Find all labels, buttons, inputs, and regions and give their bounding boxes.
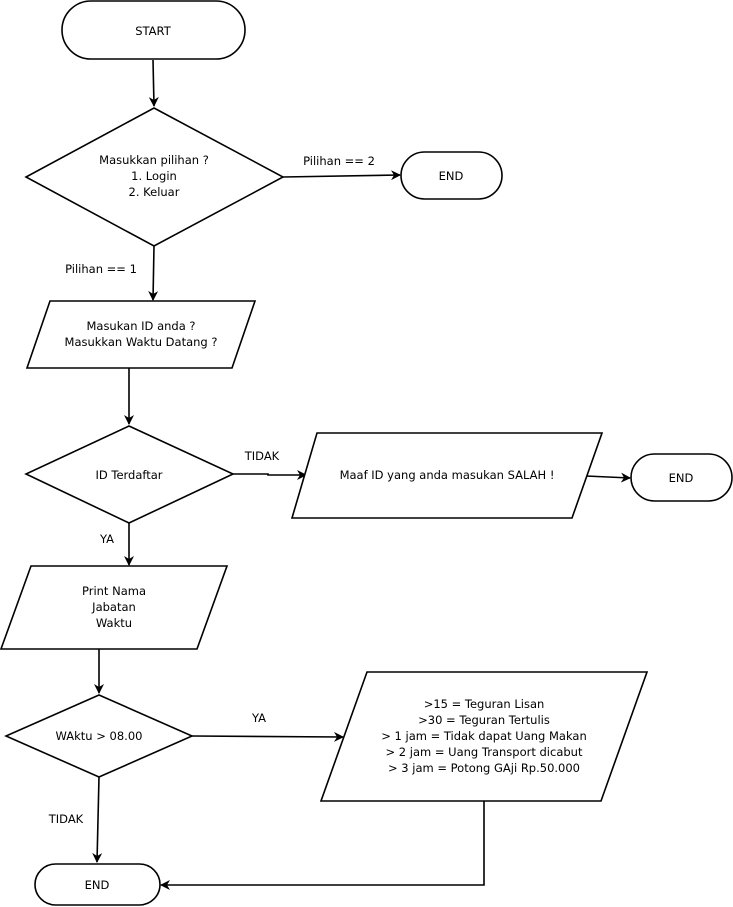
print-info-line-1: Print Nama (82, 584, 146, 598)
wrong-id-io: Maaf ID yang anda masukan SALAH ! (290, 432, 604, 519)
wrong-id-label: Maaf ID yang anda masukan SALAH ! (340, 468, 555, 482)
edge-label-late-no: TIDAK (48, 812, 84, 826)
edge-label-id-yes: YA (99, 532, 114, 546)
time-decision-label: WAktu > 08.00 (56, 729, 143, 743)
print-info-line-3: Waktu (96, 616, 132, 630)
end-exit-terminator: END (400, 151, 503, 200)
menu-decision-line-3: 2. Keluar (129, 185, 180, 199)
penalty-line-1: >15 = Teguran Lisan (424, 697, 545, 711)
edge-label-choice-2: Pilihan == 2 (303, 154, 375, 168)
edge-time-check-to-penalty (191, 731, 344, 742)
edge-id-check-to-wrong-id (233, 470, 307, 480)
end-wrong-id-terminator: END (630, 453, 733, 502)
print-info-io: Print Nama Jabatan Waktu (0, 565, 229, 650)
menu-decision: Masukkan pilihan ? 1. Login 2. Keluar (24, 107, 285, 247)
input-id-line-1: Masukan ID anda ? (86, 319, 195, 333)
edge-label-id-no: TIDAK (244, 449, 280, 463)
edge-time-check-to-end (92, 776, 103, 863)
penalty-line-4: > 2 jam = Uang Transport dicabut (386, 745, 583, 759)
id-decision: ID Terdaftar (24, 425, 235, 524)
menu-decision-line-1: Masukkan pilihan ? (99, 153, 209, 167)
edge-label-late-yes: YA (251, 711, 266, 725)
end-final-terminator: END (34, 863, 161, 906)
start-label: START (135, 24, 171, 38)
edge-wrong-id-to-end (585, 472, 631, 483)
penalty-io: >15 = Teguran Lisan >30 = Teguran Tertul… (319, 671, 649, 802)
edge-labels: Pilihan == 2 Pilihan == 1 TIDAK YA YA TI… (48, 154, 375, 826)
input-id-io: Masukan ID anda ? Masukkan Waktu Datang … (25, 300, 257, 369)
end-wrong-id-label: END (669, 471, 694, 485)
edge-penalty-to-end (160, 801, 485, 890)
edge-start-to-menu (148, 59, 159, 107)
penalty-line-2: >30 = Teguran Tertulis (418, 713, 550, 727)
edge-label-choice-1: Pilihan == 1 (65, 262, 137, 276)
menu-decision-line-2: 1. Login (131, 169, 177, 183)
edge-menu-to-end (282, 170, 401, 181)
start-terminator: START (61, 0, 246, 60)
edge-menu-to-input (148, 245, 159, 301)
penalty-line-5: > 3 jam = Potong GAji Rp.50.000 (388, 761, 580, 775)
penalty-line-3: > 1 jam = Tidak dapat Uang Makan (381, 729, 587, 743)
input-id-line-2: Masukkan Waktu Datang ? (65, 335, 218, 349)
time-decision: WAktu > 08.00 (4, 694, 194, 778)
edges (92, 59, 631, 890)
id-decision-label: ID Terdaftar (95, 468, 162, 482)
end-final-label: END (85, 878, 110, 892)
print-info-line-2: Jabatan (91, 600, 136, 614)
end-exit-label: END (439, 169, 464, 183)
